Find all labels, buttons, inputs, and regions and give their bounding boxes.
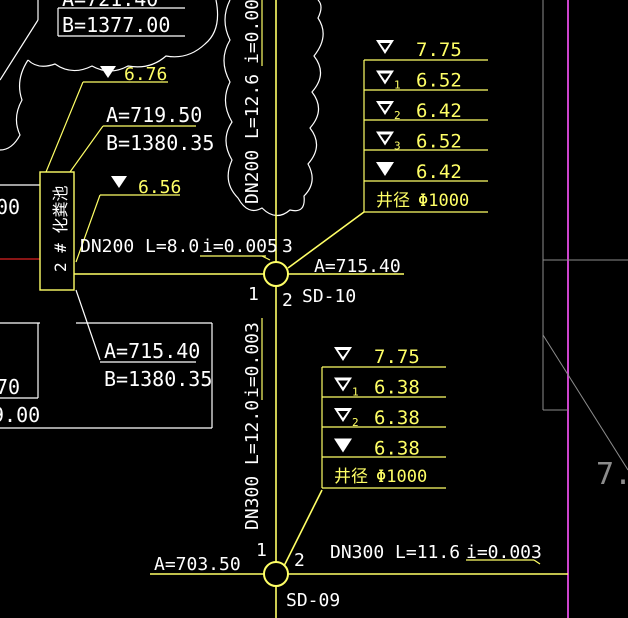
coord-a-left: A=719.50 xyxy=(106,103,202,127)
coord-left-edge-3: 9.00 xyxy=(0,403,40,427)
elevation-table-sd09: 7.75 1 6.38 2 6.38 6.38 井径 Φ1000 xyxy=(321,346,446,489)
elevation-triangle-icon xyxy=(376,101,394,115)
slope-dn200-left: i=0.005 xyxy=(202,236,278,257)
elevation-triangle-icon xyxy=(376,131,394,146)
coord-b-left: B=1380.35 xyxy=(106,131,214,155)
elevation-triangle-icon xyxy=(334,408,352,422)
elevation-subscript: 3 xyxy=(394,140,401,153)
building-outline xyxy=(542,0,628,471)
elevation-value: 6.52 xyxy=(416,70,462,92)
elevation-value: 6.52 xyxy=(416,131,462,153)
elevation-value: 6.38 xyxy=(374,377,420,399)
elevation-table-sd10: 7.75 1 6.52 2 6.42 3 6.52 6.42 井径 Φ1000 xyxy=(363,39,488,213)
manhole-sd10 xyxy=(263,261,289,287)
elevation-triangle-icon xyxy=(376,70,394,85)
elevation-triangle-icon xyxy=(376,40,394,54)
elevation-value: 6.38 xyxy=(374,438,420,460)
junction-sd10-coord: A=715.40 xyxy=(314,256,401,277)
manhole-sd09 xyxy=(263,561,289,587)
elevation-subscript: 1 xyxy=(394,79,401,92)
invert-triangle-icon xyxy=(334,438,352,453)
elevation-subscript: 2 xyxy=(352,416,359,429)
junction-sd10-n3: 3 xyxy=(282,236,293,257)
elevation-value: 6.42 xyxy=(416,161,462,183)
coord-b-top: B=1377.00 xyxy=(62,13,170,37)
septic-tank-box xyxy=(39,171,75,291)
annotation-leaders xyxy=(0,0,213,429)
elevation-triangle-icon xyxy=(334,347,352,361)
elevation-value: 7.75 xyxy=(374,346,420,368)
sd09-diameter-value: Φ1000 xyxy=(376,467,427,487)
slope-markers xyxy=(200,0,541,565)
sd10-diameter-value: Φ1000 xyxy=(418,191,469,211)
junction-sd09-n2: 2 xyxy=(294,550,305,571)
elev-triangle-icon xyxy=(100,66,116,78)
pipe-dn200-vertical: DN200 L=12.6 xyxy=(242,74,263,204)
right-edge-gray-text: 7.8 xyxy=(596,457,628,492)
sd09-diameter-label: 井径 xyxy=(334,467,368,487)
septic-tank-label: 2 # 化粪池 xyxy=(51,185,70,272)
slope-dn200-vertical: i=0.003 xyxy=(242,0,263,64)
elevation-triangle-icon xyxy=(334,377,352,392)
coord-a-top: A=721.40 xyxy=(62,0,158,11)
elevation-value: 6.38 xyxy=(374,407,420,429)
junction-sd10-name: SD-10 xyxy=(302,286,356,307)
slope-dn300-vertical: i=0.003 xyxy=(242,322,263,398)
coord-a-mid: A=715.40 xyxy=(104,339,200,363)
sd10-diameter-label: 井径 xyxy=(376,191,410,211)
junction-sd09-coord: A=703.50 xyxy=(154,554,241,575)
junction-sd10-n2: 2 xyxy=(282,290,293,311)
pipes xyxy=(74,0,568,618)
annotation-leaders-yellow xyxy=(45,81,196,263)
coord-b-mid: B=1380.35 xyxy=(104,367,212,391)
coord-left-edge-2: 70 xyxy=(0,375,20,399)
elevation-subscript: 1 xyxy=(352,386,359,399)
elevation-value: 7.75 xyxy=(416,39,462,61)
elevation-subscript: 2 xyxy=(394,109,401,122)
junction-sd09-n1: 1 xyxy=(256,540,267,561)
junction-sd10-n1: 1 xyxy=(248,284,259,305)
coord-left-edge: 00 xyxy=(0,195,20,219)
elevation-value: 6.42 xyxy=(416,100,462,122)
invert-triangle-icon xyxy=(376,162,394,176)
tree-canopy xyxy=(0,0,324,217)
pipe-dn300-vertical: DN300 L=12.0 xyxy=(242,400,263,530)
junction-sd09-name: SD-09 xyxy=(286,590,340,611)
pipe-dn300-bottom: DN300 L=11.6 xyxy=(330,542,460,563)
slope-dn300-bottom: i=0.003 xyxy=(466,542,542,563)
level-676: 6.76 xyxy=(124,64,167,85)
pipe-dn200-left: DN200 L=8.0 xyxy=(80,236,199,257)
elev-triangle-icon xyxy=(111,176,127,188)
level-656: 6.56 xyxy=(138,177,181,198)
